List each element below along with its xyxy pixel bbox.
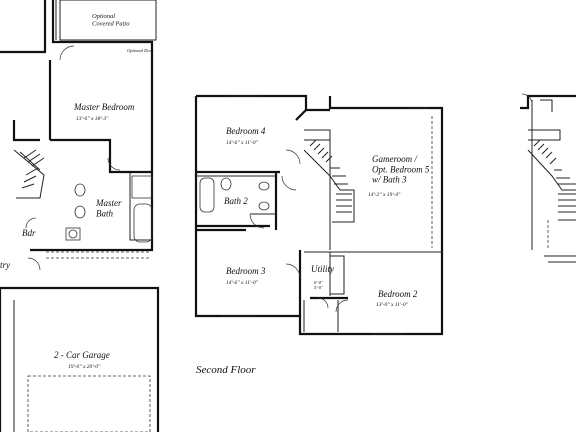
patio-outline [59,0,157,41]
first-floor-stair [13,149,45,199]
bathtub [133,203,153,243]
master-bedroom-dims: 13'-6" x 18'-3" [76,116,109,122]
bath2-toilet [220,177,232,191]
sink [74,183,86,197]
toilet [65,227,81,241]
bath2-tub [199,177,215,213]
bedroom3-dims: 14'-6" x 11'-0" [226,279,259,286]
optional-door-label: Optional Door [127,48,154,53]
sink [74,205,86,219]
bath2-label: Bath 2 [224,196,248,206]
first-floor-plan [0,0,160,432]
second-floor-title: Second Floor [196,364,256,376]
bath2-sink [258,201,270,211]
garage-door [27,375,151,432]
bedroom4-label: Bedroom 4 [226,126,266,136]
gameroom-dims: 14'-2" x 19'-4" [368,191,401,198]
master-bedroom-label: Master Bedroom [73,102,135,112]
bdr-label: Bdr [22,228,36,238]
entry-label-fragment: try [0,260,10,270]
utility-label: Utility [311,264,334,274]
utility-shelf [329,255,345,295]
second-floor-plan [194,94,444,336]
shower [131,175,153,199]
second-floor-stair [303,139,355,223]
bedroom2-label: Bedroom 2 [378,289,418,299]
bath2-sink [258,181,270,191]
bedroom4-dims: 14'-6" x 11'-0" [226,139,259,146]
utility-dims: 6'-0"5'-0" [314,280,323,290]
garage-dims: 19'-0" x 20'-0" [68,364,101,370]
bedroom2-dims: 13'-0" x 11'-0" [376,302,409,308]
bedroom3-label: Bedroom 3 [226,266,266,276]
garage-label: 2 - Car Garage [54,350,110,360]
partial-plan-right [520,93,576,263]
